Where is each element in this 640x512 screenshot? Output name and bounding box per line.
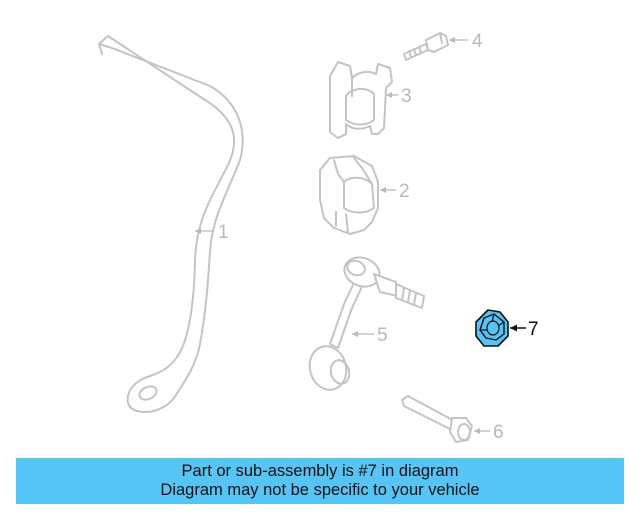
callout-3-label: 3: [401, 86, 412, 107]
bracket-bolt-part[interactable]: [403, 32, 449, 61]
callout-1: 1: [195, 222, 229, 243]
stabilizer-bar-part[interactable]: [98, 35, 244, 413]
callout-2: 2: [380, 181, 410, 202]
link-bolt-part[interactable]: [401, 395, 473, 443]
info-banner: Part or sub-assembly is #7 in diagram Di…: [16, 458, 624, 504]
banner-line-1: Part or sub-assembly is #7 in diagram: [181, 462, 459, 480]
callout-6-label: 6: [493, 422, 504, 443]
bushing-part[interactable]: [319, 155, 379, 235]
callout-2-label: 2: [399, 181, 410, 202]
flange-nut-part[interactable]: [475, 309, 509, 347]
stabilizer-link-part[interactable]: [305, 253, 425, 394]
callout-4-label: 4: [472, 31, 483, 52]
banner-line-2: Diagram may not be specific to your vehi…: [160, 481, 480, 499]
callout-1-label: 1: [218, 222, 229, 243]
callout-5: 5: [352, 325, 388, 346]
callout-7-label: 7: [528, 319, 539, 340]
callout-4: 4: [449, 31, 483, 52]
bushing-bracket-part[interactable]: [329, 61, 393, 139]
callout-5-label: 5: [377, 325, 388, 346]
callout-3: 3: [386, 86, 412, 107]
callout-7: 7: [510, 319, 539, 340]
callout-6: 6: [474, 422, 504, 443]
